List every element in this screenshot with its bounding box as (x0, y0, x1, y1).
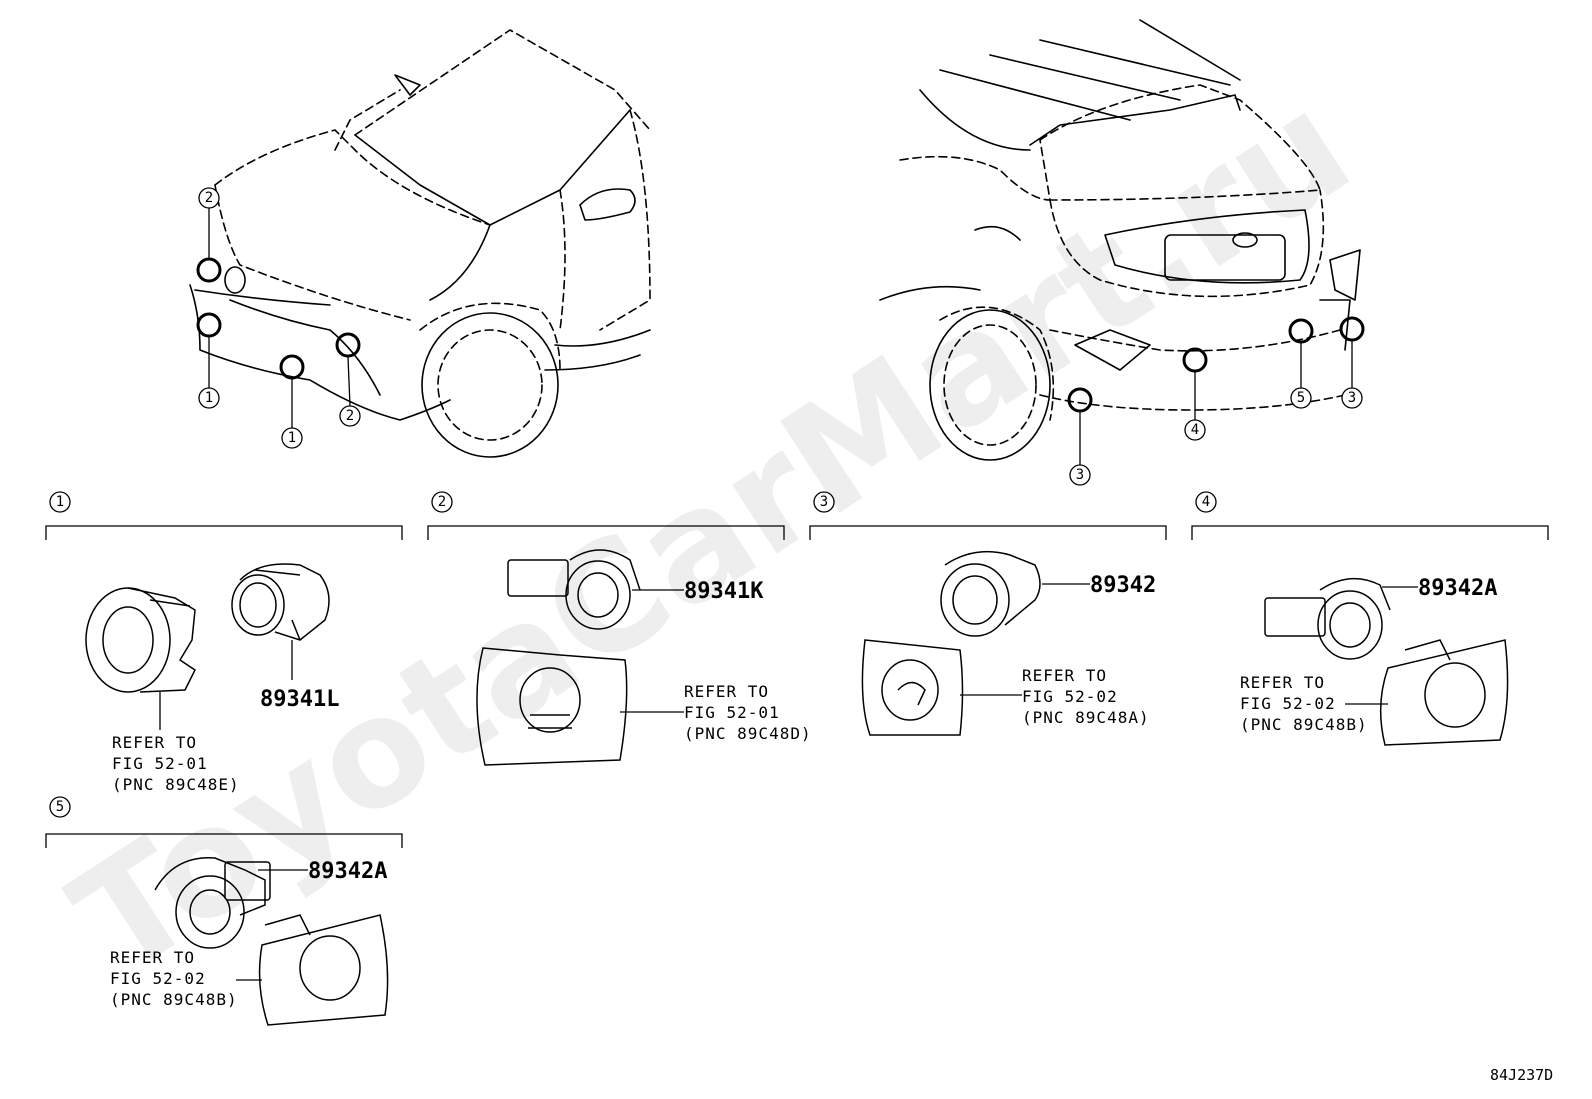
svg-text:3: 3 (820, 494, 828, 510)
bracket-plate-illustration (861, 639, 964, 736)
watermark: ToyotaCarMart.ru (45, 59, 1380, 1010)
svg-text:2: 2 (346, 408, 354, 424)
callout-rear-a: 3 (1069, 464, 1091, 486)
sensor-89341L-illustration (231, 563, 330, 641)
group-4: 4 89342A REFER TO FIG 52-02 (PNC 89C48B) (1191, 491, 1549, 746)
group-3-bracket (809, 525, 1167, 540)
refer-line-3: (PNC 89C48A) (1022, 708, 1150, 727)
callout-front-c: 1 (281, 427, 303, 449)
front-callouts: 2 1 1 2 (198, 187, 361, 449)
svg-text:4: 4 (1202, 494, 1210, 510)
refer-line-3: (PNC 89C48B) (1240, 715, 1368, 734)
refer-line-2: FIG 52-01 (112, 754, 208, 773)
refer-line-3: (PNC 89C48E) (112, 775, 240, 794)
part-number-89341K: 89341K (684, 579, 764, 604)
part-number-89342: 89342 (1090, 573, 1156, 598)
group-1-bracket (45, 525, 403, 540)
refer-line-1: REFER TO (1240, 673, 1325, 692)
group-2-bracket (427, 525, 785, 540)
group-3-number: 3 (813, 491, 835, 513)
refer-line-1: REFER TO (112, 733, 197, 752)
refer-line-2: FIG 52-02 (110, 969, 206, 988)
callout-front-d: 2 (339, 405, 361, 427)
group-2: 2 89341K REFER TO FIG 52-01 (PNC 89C48D) (427, 491, 812, 766)
sensor-89342A-illustration (154, 857, 271, 949)
svg-text:3: 3 (1348, 390, 1356, 406)
refer-line-2: FIG 52-02 (1240, 694, 1336, 713)
group-3: 3 89342 REFER TO FIG 52-02 (PNC 89C48A) (809, 491, 1167, 736)
rear-callouts: 3 4 5 3 (1069, 387, 1363, 486)
svg-text:4: 4 (1191, 422, 1199, 438)
refer-line-2: FIG 52-02 (1022, 687, 1118, 706)
group-4-number: 4 (1195, 491, 1217, 513)
refer-line-1: REFER TO (110, 948, 195, 967)
group-1-number: 1 (49, 491, 71, 513)
callout-rear-b: 4 (1184, 419, 1206, 441)
rear-car-illustration (879, 19, 1361, 461)
refer-line-2: FIG 52-01 (684, 703, 780, 722)
svg-text:2: 2 (205, 190, 213, 206)
callout-rear-c: 5 (1290, 387, 1312, 409)
diagram-code: 84J237D (1490, 1066, 1553, 1084)
svg-text:2: 2 (438, 494, 446, 510)
refer-line-3: (PNC 89C48B) (110, 990, 238, 1009)
svg-text:1: 1 (56, 494, 64, 510)
retainer-illustration (85, 587, 196, 693)
group-2-number: 2 (431, 491, 453, 513)
group-5-bracket (45, 833, 403, 848)
bracket-plate-illustration (258, 914, 389, 1026)
svg-text:5: 5 (56, 799, 64, 815)
group-4-bracket (1191, 525, 1549, 540)
callout-rear-d: 3 (1341, 387, 1363, 409)
svg-text:5: 5 (1297, 390, 1305, 406)
refer-line-3: (PNC 89C48D) (684, 724, 812, 743)
bracket-plate-illustration (476, 647, 628, 766)
front-car-illustration (189, 29, 651, 458)
sensor-89342A-illustration (1264, 577, 1391, 660)
svg-text:3: 3 (1076, 467, 1084, 483)
group-5: 5 89342A REFER TO FIG 52-02 (PNC 89C48B) (45, 796, 403, 1026)
svg-text:1: 1 (205, 390, 213, 406)
bracket-plate-illustration (1379, 639, 1509, 746)
group-5-number: 5 (49, 796, 71, 818)
rear-sensor-markers (1067, 316, 1365, 413)
part-number-89342A-rear: 89342A (308, 859, 387, 884)
group-1: 1 89341L REFER TO FIG 52-01 (PNC 89C48E) (45, 491, 403, 794)
refer-line-1: REFER TO (1022, 666, 1107, 685)
front-sensor-markers (196, 257, 361, 380)
refer-line-1: REFER TO (684, 682, 769, 701)
svg-text:1: 1 (288, 430, 296, 446)
callout-front-b: 1 (198, 387, 220, 409)
callout-front-a: 2 (198, 187, 220, 209)
sensor-89341K-illustration (507, 549, 641, 630)
part-number-89341L: 89341L (260, 687, 339, 712)
sensor-89342-illustration (940, 550, 1041, 637)
part-number-89342A: 89342A (1418, 576, 1497, 601)
